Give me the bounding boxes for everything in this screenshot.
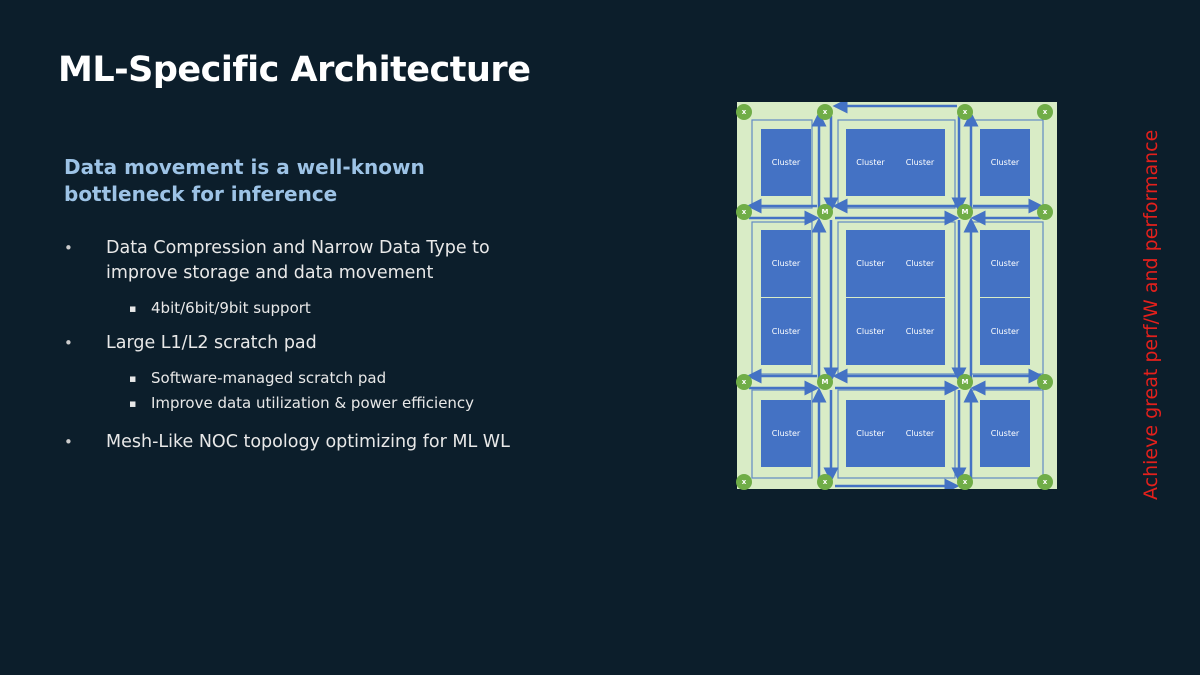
- cluster-block: Cluster: [980, 129, 1030, 196]
- noc-router-node: M: [817, 374, 833, 390]
- sub-bullet-item: Improve data utilization & power efficie…: [64, 391, 514, 416]
- noc-router-node: x: [957, 104, 973, 120]
- noc-router-node: M: [957, 374, 973, 390]
- bullet-list: Data Compression and Narrow Data Type to…: [64, 236, 514, 465]
- noc-router-node: M: [957, 204, 973, 220]
- noc-router-node: x: [957, 474, 973, 490]
- cluster-block: Cluster: [846, 129, 895, 196]
- noc-router-node: x: [736, 374, 752, 390]
- cluster-block: Cluster: [846, 230, 895, 297]
- cluster-block: Cluster: [761, 129, 811, 196]
- cluster-block: Cluster: [895, 400, 945, 467]
- cluster-block: Cluster: [761, 230, 811, 297]
- cluster-block: Cluster: [980, 298, 1030, 365]
- noc-router-node: x: [1037, 374, 1053, 390]
- side-note: Achieve great perf/W and performance: [1140, 129, 1162, 500]
- cluster-block: Cluster: [980, 230, 1030, 297]
- cluster-block: Cluster: [846, 298, 895, 365]
- cluster-block: Cluster: [980, 400, 1030, 467]
- cluster-block: Cluster: [761, 298, 811, 365]
- sub-bullet-item: 4bit/6bit/9bit support: [64, 296, 514, 321]
- slide-title: ML-Specific Architecture: [58, 50, 531, 90]
- cluster-block: Cluster: [895, 129, 945, 196]
- noc-router-node: x: [736, 474, 752, 490]
- noc-router-node: x: [1037, 474, 1053, 490]
- noc-links: [746, 102, 1044, 489]
- noc-router-node: M: [817, 204, 833, 220]
- noc-router-node: x: [736, 104, 752, 120]
- slide-subtitle: Data movement is a well-known bottleneck…: [64, 155, 425, 206]
- noc-router-node: x: [736, 204, 752, 220]
- noc-router-node: x: [1037, 204, 1053, 220]
- noc-router-node: x: [817, 104, 833, 120]
- bullet-item: Large L1/L2 scratch pad: [64, 331, 514, 356]
- sub-bullet-item: Software-managed scratch pad: [64, 366, 514, 391]
- noc-router-node: x: [1037, 104, 1053, 120]
- cluster-block: Cluster: [895, 298, 945, 365]
- cluster-block: Cluster: [846, 400, 895, 467]
- bullet-item: Mesh-Like NOC topology optimizing for ML…: [64, 430, 514, 455]
- cluster-block: Cluster: [895, 230, 945, 297]
- cluster-block: Cluster: [761, 400, 811, 467]
- bullet-item: Data Compression and Narrow Data Type to…: [64, 236, 514, 286]
- noc-router-node: x: [817, 474, 833, 490]
